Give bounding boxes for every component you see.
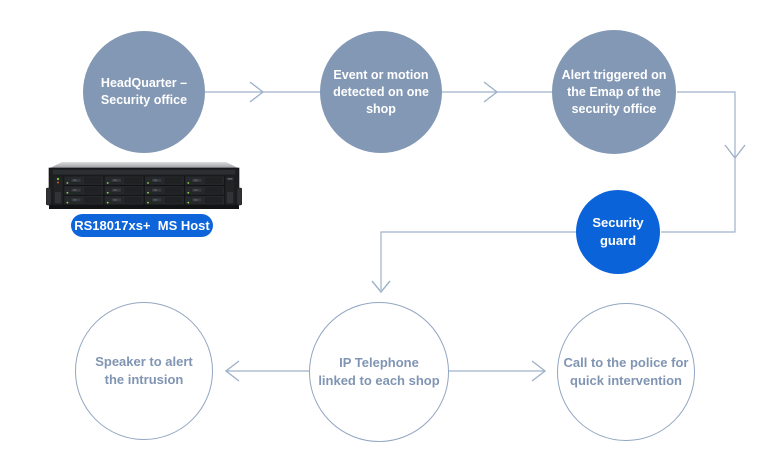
node-label-line: detected on one <box>333 84 429 99</box>
node-label-line: the Emap of the <box>567 84 661 99</box>
edge-guard-phone <box>371 231 577 294</box>
node-label-line: HeadQuarter – <box>100 76 188 90</box>
edge-phone-speaker <box>224 360 309 382</box>
server-model-badge: RS18017xs+ MS Host <box>71 214 213 237</box>
rack-server-image <box>45 158 243 210</box>
arrowhead-left-icon <box>224 360 240 382</box>
node-label-line: Event or motion <box>333 67 429 82</box>
node-label-line: quick intervention <box>570 373 682 388</box>
arrowhead-right-icon <box>483 81 499 103</box>
node-label-line: Speaker to alert <box>95 354 193 369</box>
node-label-line: Call to the police for <box>563 355 689 370</box>
arrowhead-right-icon <box>531 360 547 382</box>
node-label-line: Security <box>592 215 644 230</box>
node-alert-emap: Alert triggered on the Emap of the secur… <box>552 30 676 154</box>
node-label-line: Security office <box>100 93 188 107</box>
node-ip-telephone: IP Telephone linked to each shop <box>309 302 449 442</box>
server-model-label: RS18017xs+ MS Host <box>74 218 210 233</box>
rack-server-icon <box>45 162 243 209</box>
node-label-line: IP Telephone <box>339 355 419 370</box>
node-label-line: security office <box>571 101 657 116</box>
node-label-line: the intrusion <box>104 372 184 387</box>
edge-event-alert <box>442 81 552 103</box>
node-label-line: shop <box>366 101 396 116</box>
node-event-detected: Event or motion detected on one shop <box>320 31 442 153</box>
node-label-line: linked to each shop <box>318 373 440 388</box>
edge-alert-guard <box>661 91 746 233</box>
edge-headquarter-event <box>205 81 320 103</box>
node-call-police: Call to the police for quick interventio… <box>557 303 695 441</box>
edge-phone-police <box>447 360 547 382</box>
node-security-guard: Security guard <box>576 190 660 274</box>
arrowhead-down-icon <box>371 280 391 294</box>
arrowhead-right-icon <box>249 81 265 103</box>
arrowhead-down-icon <box>724 144 746 160</box>
node-label-line: guard <box>599 233 637 248</box>
node-headquarter: HeadQuarter – Security office <box>83 31 205 153</box>
node-label-line: Alert triggered on <box>561 67 667 82</box>
node-speaker-alert: Speaker to alert the intrusion <box>75 302 213 440</box>
